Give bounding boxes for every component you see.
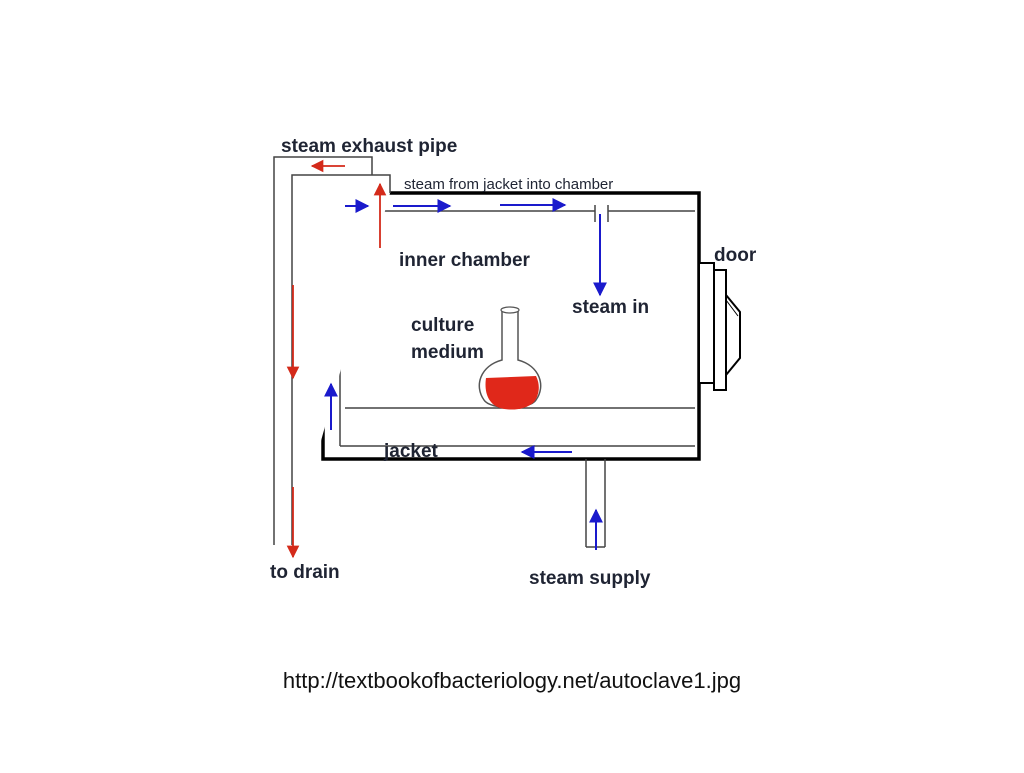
label-culture: culture <box>411 315 474 336</box>
steam-in-nozzle <box>594 205 609 222</box>
label-steam-in: steam in <box>572 297 649 318</box>
label-steam-supply: steam supply <box>529 568 651 589</box>
door-assembly <box>698 262 741 391</box>
label-steam-from-jacket: steam from jacket into chamber <box>404 176 613 193</box>
label-door: door <box>714 245 757 266</box>
label-inner-chamber: inner chamber <box>399 250 531 271</box>
exhaust-flow-arrows <box>286 159 387 559</box>
label-to-drain: to drain <box>270 562 340 583</box>
source-caption: http://textbookofbacteriology.net/autocl… <box>282 668 742 693</box>
label-jacket: jacket <box>383 441 439 462</box>
label-medium: medium <box>411 342 484 363</box>
steam-flow-arrows <box>324 198 607 550</box>
steam-exhaust-pipe <box>273 156 391 545</box>
label-steam-exhaust-pipe: steam exhaust pipe <box>281 136 457 157</box>
culture-flask <box>478 306 542 410</box>
